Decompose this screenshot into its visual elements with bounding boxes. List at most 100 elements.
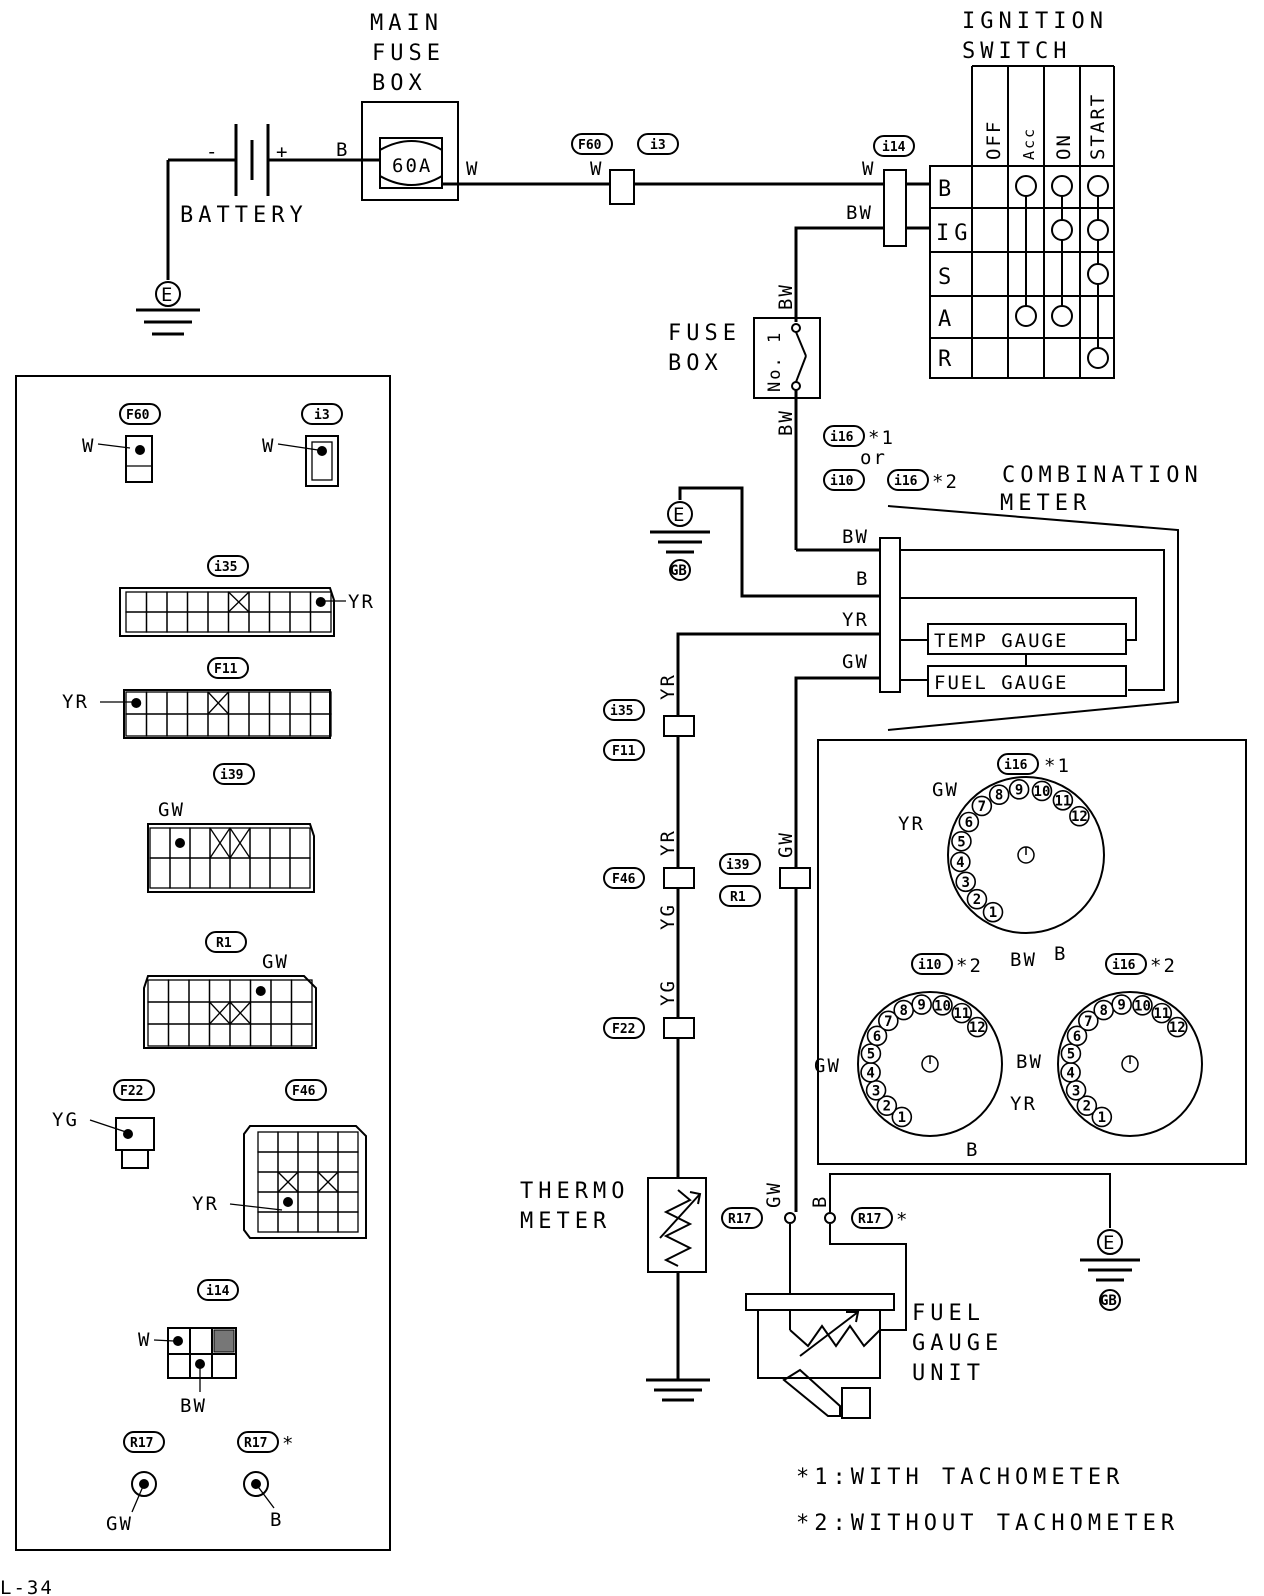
cavity (186, 713, 209, 737)
svg-text:BOX: BOX (668, 351, 723, 376)
cavity (289, 691, 312, 715)
cavity (145, 713, 168, 737)
svg-text:*2: *2 (932, 471, 959, 493)
connector-tag-i39: i39 (719, 853, 761, 875)
connector-tag-F60: F60 (571, 133, 613, 155)
cavity (309, 691, 332, 715)
pin-number: 11 (953, 1006, 970, 1022)
svg-text:YR: YR (62, 691, 89, 713)
svg-text:F46: F46 (612, 872, 636, 887)
cavity (166, 691, 189, 715)
cavity (268, 591, 291, 613)
svg-text:i35: i35 (610, 704, 633, 719)
used-pin (283, 1197, 293, 1207)
pin-circle (951, 1002, 973, 1024)
cavity (337, 1151, 359, 1173)
pin-number: 9 (917, 998, 925, 1014)
connector-tag-i35: i35 (603, 699, 645, 721)
svg-text:YR: YR (192, 1193, 219, 1215)
connector-tag-R17: R17 (721, 1207, 763, 1229)
svg-text:W: W (262, 435, 275, 457)
cavity (186, 611, 209, 633)
svg-text:W: W (590, 158, 603, 180)
svg-text:FUEL GAUGE: FUEL GAUGE (934, 672, 1068, 694)
svg-text:F46: F46 (292, 1084, 316, 1099)
svg-text:A: A (938, 307, 956, 332)
svg-text:BW: BW (842, 526, 869, 548)
svg-text:YG: YG (657, 903, 679, 930)
svg-text:W: W (138, 1329, 151, 1351)
connector-tag-i10: i10 (823, 469, 865, 491)
pin-number: 3 (961, 875, 969, 891)
svg-text:BW: BW (1010, 949, 1037, 971)
connector-view-i3: i3 W (262, 403, 343, 487)
pin-circle (1076, 1095, 1098, 1116)
svg-text:COMBINATION: COMBINATION (1002, 463, 1203, 488)
meter-ground: E GB (650, 501, 710, 581)
pin-circle (1091, 1106, 1113, 1128)
svg-text:R: R (938, 347, 956, 372)
pin-number: 12 (1071, 809, 1088, 825)
svg-text:METER: METER (1000, 491, 1091, 516)
pin-number: 3 (1072, 1083, 1080, 1099)
note-with-tachometer: *1:WITH TACHOMETER (796, 1465, 1124, 1490)
svg-text:METER: METER (520, 1209, 611, 1234)
cavity (309, 713, 332, 737)
cavity (189, 857, 211, 889)
svg-text:i39: i39 (220, 768, 243, 783)
svg-text:i10: i10 (830, 474, 854, 489)
connector-view-R17-gw: R17 GW (106, 1431, 165, 1535)
svg-text:ON: ON (1053, 133, 1075, 160)
cavity (317, 1211, 339, 1233)
svg-text:*: * (282, 1433, 295, 1455)
cavity (207, 713, 230, 737)
cavity (145, 611, 168, 633)
battery-ground: E (136, 281, 200, 336)
cavity (169, 857, 191, 889)
svg-text:YR: YR (842, 609, 869, 631)
cavity (248, 713, 271, 737)
cavity (149, 827, 171, 859)
cavity (257, 1131, 279, 1153)
pin-circle (1111, 994, 1132, 1015)
svg-text:B: B (856, 568, 869, 590)
cavity (227, 691, 250, 715)
svg-text:*1: *1 (1044, 755, 1071, 777)
cavity (269, 827, 291, 859)
pin-circle (966, 888, 988, 910)
svg-text:BW: BW (846, 202, 873, 224)
svg-text:FUSE: FUSE (668, 321, 741, 346)
connector-tag-i16-star2: i16 *2 (887, 469, 959, 493)
cavity (249, 1001, 272, 1025)
svg-text:TEMP GAUGE: TEMP GAUGE (934, 630, 1068, 652)
svg-text:60A: 60A (392, 155, 432, 177)
pin-circle (891, 1106, 913, 1128)
pin-number: 1 (989, 905, 997, 921)
cavity (289, 591, 312, 613)
svg-text:GB: GB (670, 563, 687, 579)
svg-text:i35: i35 (214, 560, 237, 575)
cavity (289, 827, 311, 859)
cavity (125, 611, 148, 633)
svg-text:F22: F22 (612, 1022, 635, 1037)
svg-text:*1: *1 (868, 427, 895, 449)
svg-text:SWITCH: SWITCH (962, 39, 1071, 64)
svg-text:BW: BW (775, 283, 797, 310)
pin-circle (955, 871, 977, 893)
cavity (268, 611, 291, 633)
cavity (269, 857, 291, 889)
cavity (270, 1023, 293, 1047)
cavity (147, 1023, 170, 1047)
svg-text:THERMO: THERMO (520, 1179, 629, 1204)
svg-text:R17: R17 (130, 1436, 153, 1451)
pin-circle (911, 994, 932, 1015)
svg-text:-: - (206, 141, 219, 163)
cavity (309, 611, 332, 633)
fuel-gauge-unit: FUEL GAUGE UNIT (745, 1224, 998, 1419)
pin-number: 1 (898, 1110, 906, 1126)
cavity (149, 857, 171, 889)
connector-view-i14: i14 W BW (138, 1279, 239, 1417)
blank-cavity (207, 691, 229, 715)
svg-text:i14: i14 (882, 140, 906, 155)
connector-view-F60: F60 W (82, 403, 161, 483)
